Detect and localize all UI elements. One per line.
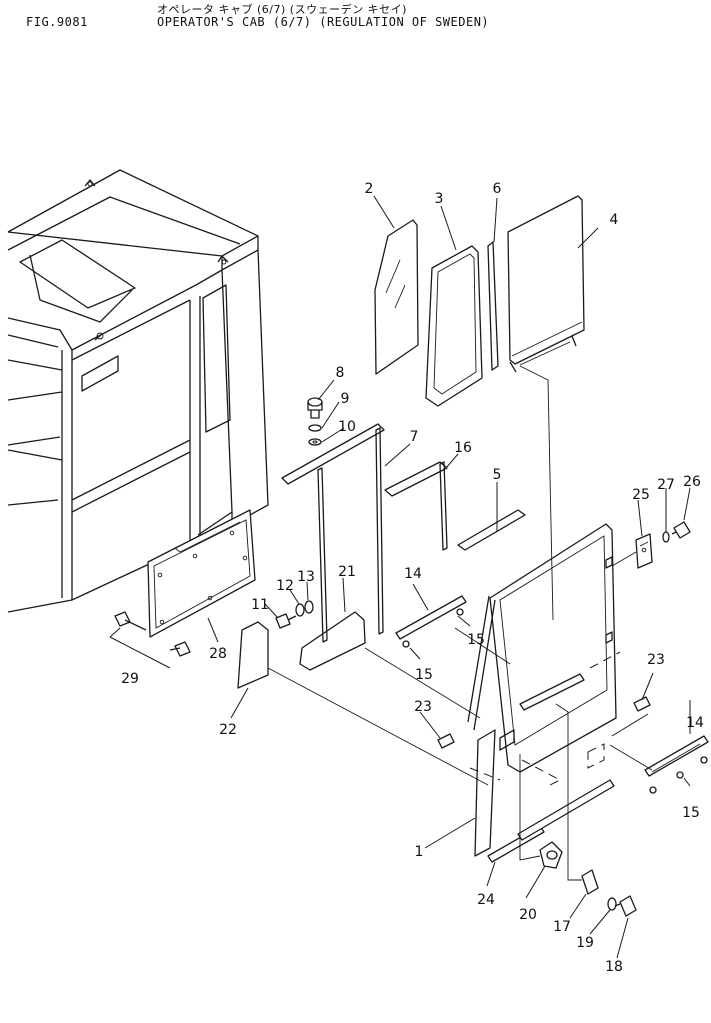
callout-12: 12: [276, 578, 294, 594]
part-22-plate: [237, 621, 269, 689]
callout-22: 22: [219, 722, 237, 738]
callout-25: 25: [632, 487, 650, 503]
part-24-strips: [487, 779, 615, 863]
cab-body: [7, 169, 269, 613]
part-28-cover-plate: [147, 509, 256, 638]
part-7-frame: [281, 423, 385, 643]
leader-lines: [207, 195, 691, 959]
callout-15-lower: 15: [682, 805, 700, 821]
callout-14-upper: 14: [404, 566, 422, 582]
part-16-channel: [384, 461, 448, 551]
part-3-seal-frame: [425, 245, 483, 407]
parts-11-13-bolt-washers: [275, 600, 314, 629]
callout-17: 17: [553, 919, 571, 935]
callout-23-left: 23: [414, 699, 432, 715]
part-2-glass: [374, 219, 419, 375]
callout-2: 2: [365, 181, 374, 197]
assembly-lines: [267, 365, 653, 881]
callout-1: 1: [415, 844, 424, 860]
callout-23-right: 23: [647, 652, 665, 668]
callout-18: 18: [605, 959, 623, 975]
callout-14-lower: 14: [686, 715, 704, 731]
callout-29: 29: [121, 671, 139, 687]
callout-15-upper-left: 15: [415, 667, 433, 683]
part-6-strip: [487, 241, 499, 371]
callout-13: 13: [297, 569, 315, 585]
callout-21: 21: [338, 564, 356, 580]
callout-3: 3: [435, 191, 444, 207]
callout-labels: 1 2 3 4 5 6 7 8 9 10 11 12 13 14 14 15 1…: [121, 181, 704, 975]
part-14-handle-lower: [644, 735, 709, 794]
parts-8-10-bolt: [307, 397, 323, 446]
part-4-glass-panel: [507, 195, 585, 373]
callout-27: 27: [657, 477, 675, 493]
part-29-screws: [109, 611, 191, 669]
part-5-strip: [457, 509, 526, 551]
callout-28: 28: [209, 646, 227, 662]
callout-11: 11: [251, 597, 269, 613]
callout-15-upper-right: 15: [467, 632, 485, 648]
parts-17-19-latch: [581, 869, 637, 917]
callout-6: 6: [493, 181, 502, 197]
part-20-lock: [539, 841, 563, 869]
callout-5: 5: [493, 467, 502, 483]
callout-16: 16: [454, 440, 472, 456]
title-english: OPERATOR'S CAB (6/7) (REGULATION OF SWED…: [157, 15, 490, 29]
callout-20: 20: [519, 907, 537, 923]
part-14-handle-upper: [395, 595, 467, 648]
callout-7: 7: [410, 429, 419, 445]
part-21-plate: [299, 611, 366, 671]
callout-10: 10: [338, 419, 356, 435]
part-1-door: [467, 523, 617, 857]
callout-4: 4: [610, 212, 619, 228]
callout-24: 24: [477, 892, 495, 908]
callout-8: 8: [336, 365, 345, 381]
figure-number: FIG.9081: [26, 15, 88, 29]
parts-25-27-hinge: [635, 521, 691, 569]
callout-19: 19: [576, 935, 594, 951]
callout-26: 26: [683, 474, 701, 490]
title-japanese: オペレータ キャブ (6/7) (スウェーデン キセイ): [157, 3, 407, 16]
callout-9: 9: [341, 391, 350, 407]
